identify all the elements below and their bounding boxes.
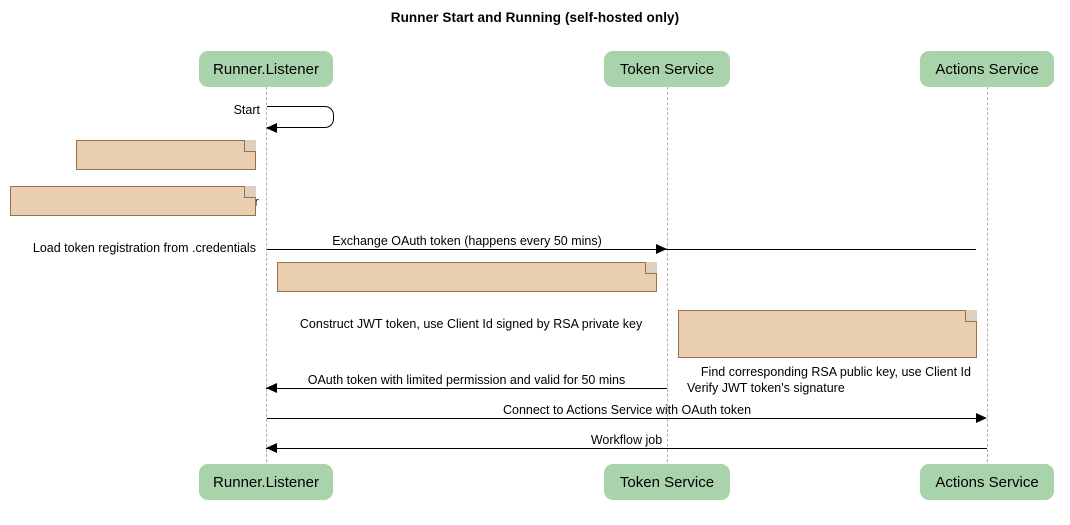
message-label-workflow-job: Workflow job [590, 433, 663, 447]
participant-label: Actions Service [935, 473, 1039, 491]
note-construct-jwt: Construct JWT token, use Client Id signe… [277, 262, 657, 331]
note-text: Find corresponding RSA public key, use C… [687, 365, 971, 395]
message-arrowhead-exchange-oauth-token [656, 244, 667, 254]
participant-runner-bottom[interactable]: Runner.Listener [199, 464, 333, 500]
message-line-connect-actions-service [267, 418, 976, 419]
note-fold-corner-icon [965, 310, 977, 322]
note-text: Load token registration from .credential… [32, 241, 256, 255]
message-line-oauth-token-reply [266, 388, 667, 389]
message-arrowhead-workflow-job [266, 443, 277, 453]
message-line-workflow-job [266, 448, 987, 449]
note-verify-jwt: Find corresponding RSA public key, use C… [678, 310, 977, 395]
lifeline-token [667, 87, 668, 462]
note-text: Construct JWT token, use Client Id signe… [299, 317, 643, 331]
participant-label: Actions Service [935, 60, 1039, 78]
lifeline-actions [987, 87, 988, 462]
message-arrowhead-oauth-token-reply [266, 383, 277, 393]
participant-actions-top[interactable]: Actions Service [920, 51, 1054, 87]
page-title: Runner Start and Running (self-hosted on… [390, 10, 680, 25]
note-load-config: Load config info from .runner [76, 140, 259, 209]
participant-token-top[interactable]: Token Service [604, 51, 730, 87]
message-label-exchange-oauth-token: Exchange OAuth token (happens every 50 m… [332, 234, 602, 248]
note-fold-corner-icon [244, 186, 256, 198]
self-message-start-loop [267, 106, 334, 128]
note-load-token-registration: Load token registration from .credential… [10, 186, 256, 255]
participant-actions-bottom[interactable]: Actions Service [920, 464, 1054, 500]
message-label-oauth-token-reply: OAuth token with limited permission and … [307, 373, 626, 387]
message-label-start: Start [233, 103, 260, 117]
participant-label: Runner.Listener [213, 60, 319, 78]
participant-runner-top[interactable]: Runner.Listener [199, 51, 333, 87]
participant-label: Token Service [619, 60, 715, 78]
note-fold-corner-icon [645, 262, 657, 274]
self-message-start-arrowhead [266, 123, 277, 133]
participant-label: Token Service [619, 473, 715, 491]
message-label-connect-actions-service: Connect to Actions Service with OAuth to… [502, 403, 752, 417]
participant-token-bottom[interactable]: Token Service [604, 464, 730, 500]
message-line-exchange-oauth-token [267, 249, 976, 250]
lifeline-runner [266, 87, 267, 462]
participant-label: Runner.Listener [213, 473, 319, 491]
message-arrowhead-connect-actions-service [976, 413, 987, 423]
note-fold-corner-icon [244, 140, 256, 152]
